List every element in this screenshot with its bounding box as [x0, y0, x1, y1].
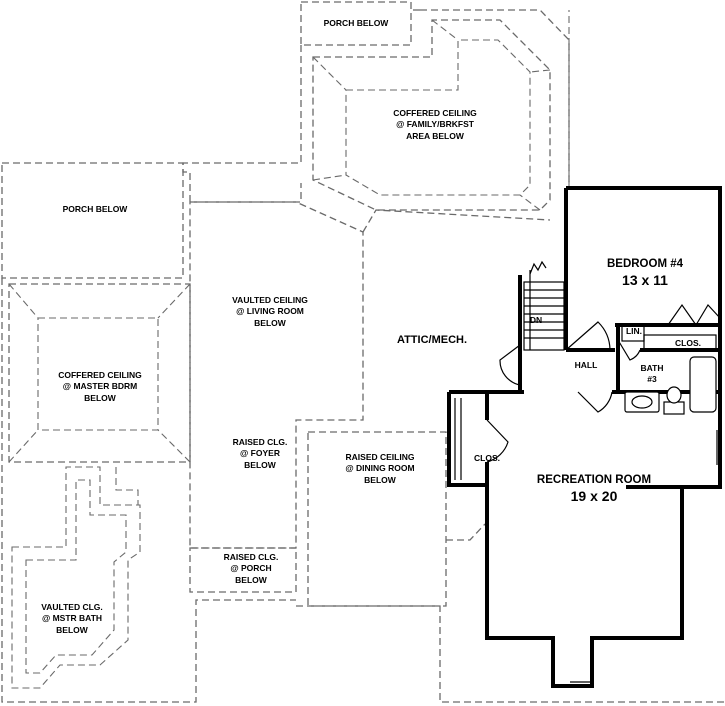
- upper-attic-edge: [182, 45, 302, 203]
- coffered-family-outer: [312, 19, 551, 211]
- mstr-bath-inner: [25, 479, 127, 674]
- walls: [447, 186, 722, 688]
- bottom-edge: [296, 605, 725, 703]
- raised-porch-outline: [189, 547, 297, 593]
- bath3-label: BATH #3: [640, 363, 664, 385]
- attic-top-edge: [362, 209, 551, 233]
- dining-corner: [446, 523, 486, 541]
- mstr-bath-outer: [11, 466, 141, 689]
- porch-below-top-outline: [300, 1, 412, 46]
- raised-foyer-label: RAISED CLG. @ FOYER BELOW: [232, 437, 288, 470]
- hall-label: HALL: [574, 360, 598, 370]
- porch-below-left-label: PORCH BELOW: [62, 204, 128, 214]
- porch-below-left-outline: [1, 162, 184, 279]
- bedroom4-size: 13 x 11: [622, 271, 668, 288]
- attic-mech-label: ATTIC/MECH.: [396, 334, 468, 346]
- bedroom4-room-label: BEDROOM #4 13 x 11: [590, 243, 700, 304]
- vaulted-living-outline: [189, 201, 364, 549]
- lower-left-edge: [1, 278, 296, 703]
- bath-fixtures: [621, 324, 717, 415]
- raised-dining-label: RAISED CEILING @ DINING ROOM BELOW: [345, 452, 415, 485]
- family-area-outer: [420, 9, 570, 188]
- recreation-room-label: RECREATION ROOM 19 x 20: [524, 459, 664, 520]
- vaulted-living-label: VAULTED CEILING @ LIVING ROOM BELOW: [232, 295, 308, 328]
- recreation-name: RECREATION ROOM: [536, 474, 652, 487]
- dining-outline: [307, 431, 447, 607]
- linen-label: LIN.: [625, 326, 643, 336]
- bedroom4-name: BEDROOM #4: [606, 258, 684, 271]
- coffered-family-inner: [345, 39, 531, 196]
- porch-below-top-label: PORCH BELOW: [323, 18, 389, 28]
- stair: [523, 260, 565, 351]
- coffered-master-label: COFFERED CEILING @ MASTER BDRM BELOW: [58, 370, 142, 403]
- windows: [570, 230, 721, 683]
- doors: [486, 303, 721, 463]
- vaulted-mstr-bath-label: VAULTED CLG. @ MSTR BATH BELOW: [41, 602, 103, 635]
- recreation-size: 19 x 20: [570, 487, 618, 504]
- stair-dn-label: DN: [529, 315, 543, 325]
- recreation-outer-walls: [447, 392, 722, 688]
- bedroom-closet-label: CLOS.: [675, 338, 701, 348]
- coffered-family-label: COFFERED CEILING @ FAMILY/BRKFST AREA BE…: [393, 108, 477, 141]
- raised-porch-label: RAISED CLG. @ PORCH BELOW: [223, 552, 279, 585]
- recreation-closet-label: CLOS.: [474, 453, 500, 463]
